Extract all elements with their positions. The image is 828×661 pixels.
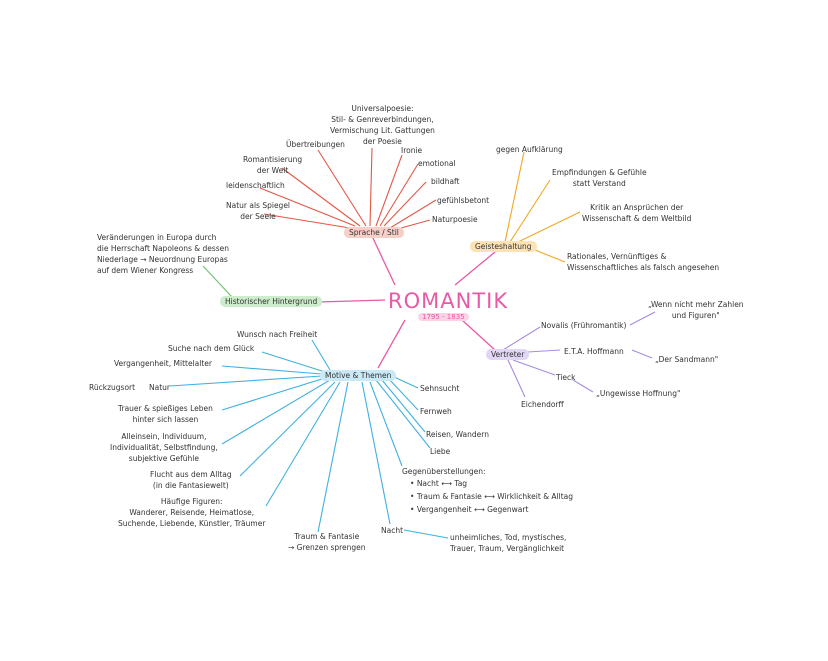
center-years: 1795 - 1835 <box>418 313 469 321</box>
vertreter-eichendorff: Eichendorff <box>521 400 564 409</box>
geist-rationales: Rationales, Vernünftiges & Wissenschaftl… <box>567 252 720 272</box>
sprache-universalpoesie: Universalpoesie: Stil- & Genreverbindung… <box>330 104 435 146</box>
vertreter-tieck: Tieck <box>556 373 576 382</box>
geist-kritik: Kritik an Ansprüchen der Wissenschaft & … <box>582 203 692 223</box>
motiv-traum-fantasie: Traum & Fantasie → Grenzen sprengen <box>288 532 366 552</box>
hist-veraenderungen: Veränderungen in Europa durch die Herrsc… <box>97 233 230 275</box>
vertreter-links <box>502 311 656 398</box>
motiv-wunsch-freiheit: Wunsch nach Freiheit <box>237 330 318 339</box>
hub-sprache-stil: Sprache / Stil <box>344 227 404 238</box>
center-title: ROMANTIK <box>388 289 509 313</box>
sprache-gefuehlsbetont: gefühlsbetont <box>437 196 490 205</box>
geist-gegen-aufklaerung: gegen Aufklärung <box>496 145 563 154</box>
hub-historischer-hintergrund: Historischer Hintergrund <box>220 296 323 307</box>
sprache-ironie: Ironie <box>401 146 423 155</box>
motiv-gegenueberstellungen: Gegenüberstellungen: • Nacht ⟷ Tag • Tra… <box>402 467 574 514</box>
motiv-rueckzugsort: Rückzugsort <box>89 383 136 392</box>
vertreter-novalis-werk: „Wenn nicht mehr Zahlen und Figuren" <box>648 300 744 320</box>
vertreter-novalis: Novalis (Frühromantik) <box>541 321 627 330</box>
sprache-emotional: emotional <box>418 159 456 168</box>
motiv-sehnsucht: Sehnsucht <box>420 384 460 393</box>
sprache-naturpoesie: Naturpoesie <box>432 215 478 224</box>
motiv-liebe: Liebe <box>430 447 451 456</box>
geist-empfindungen: Empfindungen & Gefühle statt Verstand <box>552 168 647 188</box>
hub-motive-themen: Motive & Themen <box>320 370 397 381</box>
hub-geisteshaltung: Geisteshaltung <box>470 241 537 252</box>
sprache-uebertreibungen: Übertreibungen <box>286 140 345 149</box>
motiv-suche-glueck: Suche nach dem Glück <box>168 344 255 353</box>
motiv-flucht: Flucht aus dem Alltag (in die Fantasiewe… <box>150 470 232 490</box>
motiv-trauer: Trauer & spießiges Leben hinter sich las… <box>118 404 213 424</box>
sprache-bildhaft: bildhaft <box>431 177 460 186</box>
motiv-natur: Natur <box>149 383 170 392</box>
vertreter-hoffmann: E.T.A. Hoffmann <box>564 347 624 356</box>
motiv-nacht: Nacht <box>381 526 404 535</box>
motiv-figuren: Häufige Figuren: Wanderer, Reisende, Hei… <box>118 497 266 528</box>
center-links <box>317 235 496 369</box>
vertreter-hoffmann-werk: „Der Sandmann" <box>655 355 719 364</box>
motiv-fernweh: Fernweh <box>420 407 452 416</box>
motiv-vergangenheit: Vergangenheit, Mittelalter <box>114 359 212 368</box>
motiv-reisen-wandern: Reisen, Wandern <box>426 430 489 439</box>
motive-links <box>169 339 449 539</box>
vertreter-tieck-werk: „Ungewisse Hoffnung" <box>596 389 681 398</box>
motiv-alleinsein: Alleinsein, Individuum, Individualität, … <box>110 432 218 463</box>
sprache-romantisierung: Romantisierung der Welt <box>243 155 303 175</box>
sprache-links <box>259 147 437 231</box>
sprache-natur-spiegel: Natur als Spiegel der Seele <box>226 201 291 221</box>
hist-link <box>202 265 233 298</box>
sprache-leidenschaftlich: leidenschaftlich <box>226 181 285 190</box>
geist-links <box>504 151 581 263</box>
hub-vertreter: Vertreter <box>486 349 530 360</box>
motiv-nacht-detail: unheimliches, Tod, mystisches, Trauer, T… <box>450 533 567 553</box>
